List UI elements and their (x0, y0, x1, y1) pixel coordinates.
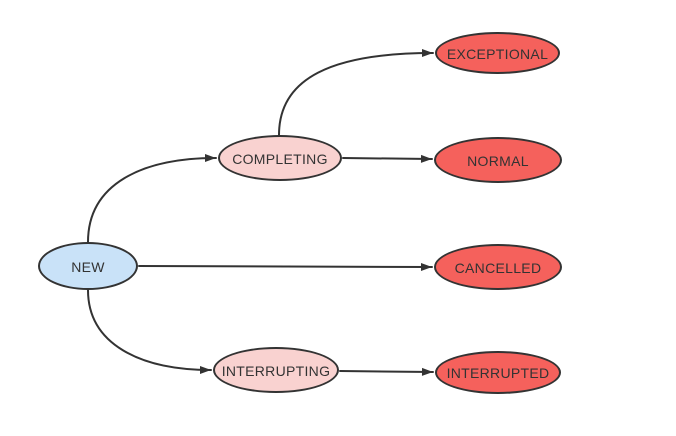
node-completing[interactable]: COMPLETING (218, 135, 342, 181)
node-label: NORMAL (467, 152, 529, 169)
node-label: COMPLETING (232, 150, 328, 167)
node-label: EXCEPTIONAL (446, 45, 549, 62)
edge-new-to-completing[interactable] (87, 154, 217, 243)
edge-new-to-cancelled[interactable] (138, 262, 433, 271)
node-cancelled[interactable]: CANCELLED (434, 244, 562, 290)
node-label: NEW (71, 258, 105, 275)
edge-completing-to-normal[interactable] (342, 154, 433, 163)
node-normal[interactable]: NORMAL (434, 137, 562, 183)
node-label: CANCELLED (454, 259, 542, 276)
node-interrupted[interactable]: INTERRUPTED (435, 351, 561, 394)
edge-interrupting-to-interrupted[interactable] (339, 367, 434, 376)
edge-new-to-interrupting[interactable] (87, 289, 212, 374)
node-label: INTERRUPTED (446, 365, 550, 381)
node-exceptional[interactable]: EXCEPTIONAL (435, 32, 560, 74)
node-new[interactable]: NEW (38, 242, 138, 290)
node-interrupting[interactable]: INTERRUPTING (213, 347, 339, 393)
node-label: INTERRUPTING (221, 362, 331, 379)
edge-completing-to-exceptional[interactable] (278, 49, 434, 136)
